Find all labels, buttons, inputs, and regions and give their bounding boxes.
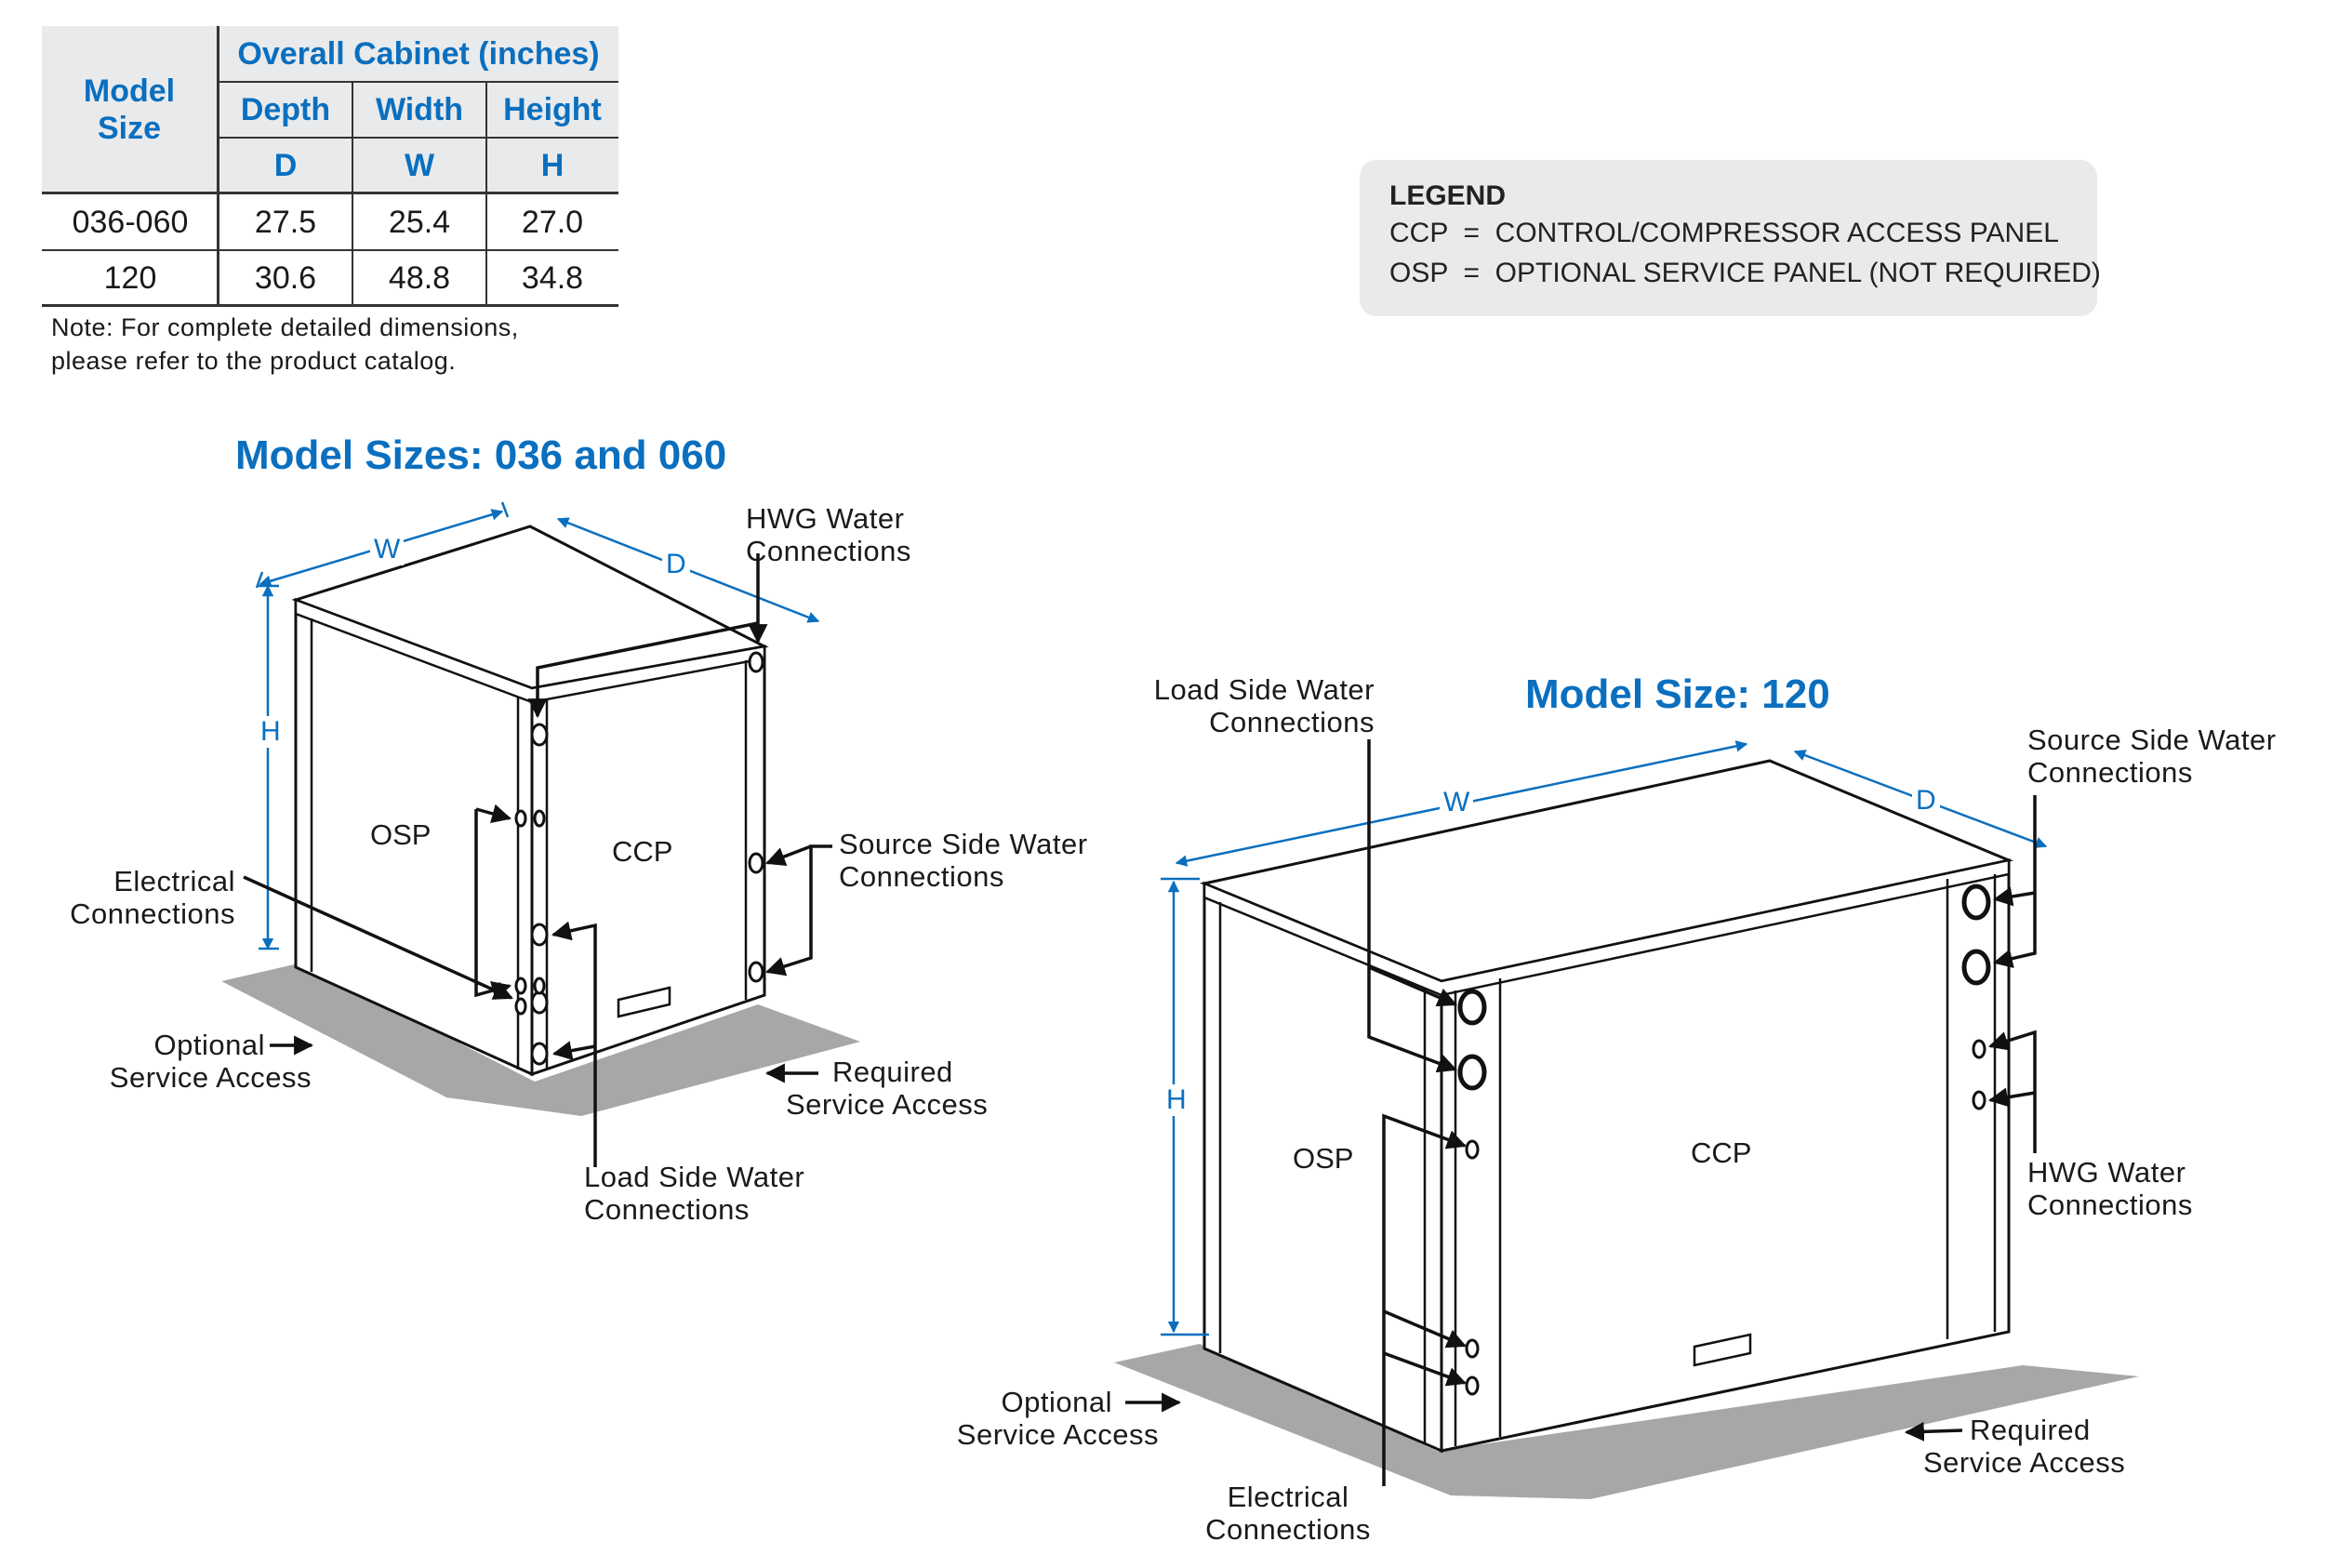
table-row-height: 27.0: [521, 204, 584, 240]
legend-entry-osp: OSP = OPTIONAL SERVICE PANEL (NOT REQUIR…: [1389, 258, 2101, 288]
service-access-shadow: [221, 963, 860, 1116]
large-dim-d: D: [1912, 785, 1940, 817]
large-ccp-label: CCP: [1691, 1136, 1752, 1169]
connection-fittings: [1457, 884, 1991, 1091]
table-row-depth: 27.5: [254, 204, 317, 240]
top-lip: [1202, 858, 2011, 997]
table-divider: [352, 82, 353, 307]
column-header-width: Width: [375, 91, 464, 127]
table-row-depth: 30.6: [254, 259, 317, 296]
table-header-background: [42, 26, 618, 193]
large-unit: [1114, 739, 2139, 1499]
large-dim-w: W: [1440, 787, 1474, 818]
table-divider: [42, 304, 618, 307]
service-access-shadow: [1114, 1344, 2139, 1499]
large-osp-label: OSP: [1293, 1142, 1354, 1175]
column-letter-h: H: [540, 147, 565, 183]
large-dim-h: H: [1162, 1084, 1190, 1116]
small-osp-label: OSP: [370, 818, 432, 851]
panel-handle: [1693, 1333, 1752, 1367]
model-size-header-line1: Model: [83, 73, 176, 109]
dimension-table: Model Size Overall Cabinet (inches) Dept…: [42, 26, 618, 307]
legend-title: LEGEND: [1389, 180, 1507, 211]
column-letter-w: W: [404, 147, 435, 183]
small-ccp-label: CCP: [612, 835, 673, 868]
connection-fittings: [514, 651, 764, 1066]
table-row-model: 120: [103, 259, 157, 296]
legend-box: LEGEND CCP = CONTROL/COMPRESSOR ACCESS P…: [1360, 160, 2101, 316]
column-letter-d: D: [273, 147, 298, 183]
small-dim-d: D: [662, 549, 690, 580]
callout-lines: [1125, 739, 2037, 1486]
top-lip: [294, 598, 766, 704]
small-dim-w: W: [370, 534, 405, 565]
column-header-depth: Depth: [240, 91, 331, 127]
panel-handle: [617, 986, 671, 1018]
callout-lines: [243, 553, 832, 1167]
model-size-header: Model Size: [42, 63, 217, 156]
large-unit-title: Model Size: 120: [1525, 671, 1830, 717]
table-row-width: 25.4: [388, 204, 451, 240]
table-row-width: 48.8: [388, 259, 451, 296]
table-divider: [42, 249, 618, 251]
legend-entry-ccp: CCP = CONTROL/COMPRESSOR ACCESS PANEL: [1389, 218, 2059, 248]
table-divider: [219, 137, 618, 139]
model-size-header-line2: Size: [97, 111, 162, 146]
table-note-line1: Note: For complete detailed dimensions,: [51, 313, 519, 341]
small-dim-h: H: [257, 716, 285, 748]
small-unit: [221, 501, 860, 1167]
table-divider: [219, 81, 618, 83]
table-note-line2: please refer to the product catalog.: [51, 347, 457, 375]
table-row-height: 34.8: [521, 259, 584, 296]
column-header-height: Height: [503, 91, 602, 127]
overall-cabinet-header: Overall Cabinet (inches): [237, 35, 600, 72]
table-divider: [42, 192, 618, 194]
table-note: Note: For complete detailed dimensions, …: [51, 311, 519, 378]
small-unit-title: Model Sizes: 036 and 060: [235, 432, 727, 478]
table-divider: [217, 26, 219, 307]
table-row-model: 036-060: [72, 204, 189, 240]
table-divider: [485, 82, 487, 307]
